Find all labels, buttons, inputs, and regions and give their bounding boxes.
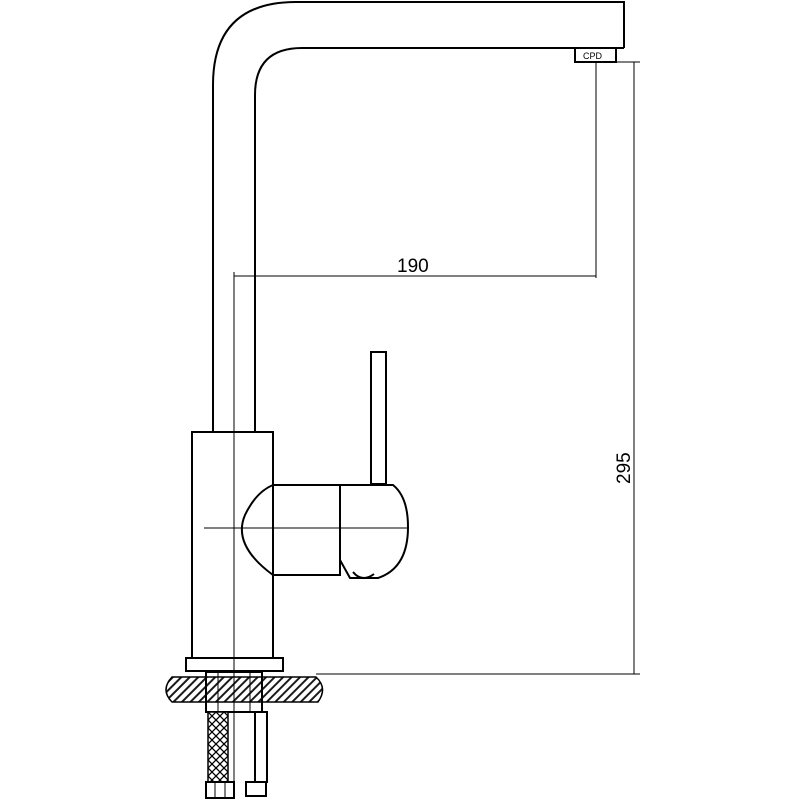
dimension-height: 295 (316, 61, 640, 675)
dimension-reach: 190 (234, 62, 597, 278)
aerator: CPD (574, 47, 617, 63)
dimension-reach-label: 190 (397, 256, 429, 277)
centerlines (204, 272, 342, 790)
spout (212, 1, 625, 432)
supply-hose (205, 711, 267, 799)
lever-handle (370, 351, 387, 485)
dimension-height-label: 295 (614, 452, 635, 484)
countertop-section (165, 676, 324, 703)
faucet-body (191, 431, 274, 659)
handle-housing (240, 484, 410, 579)
aerator-label: CPD (583, 51, 603, 61)
